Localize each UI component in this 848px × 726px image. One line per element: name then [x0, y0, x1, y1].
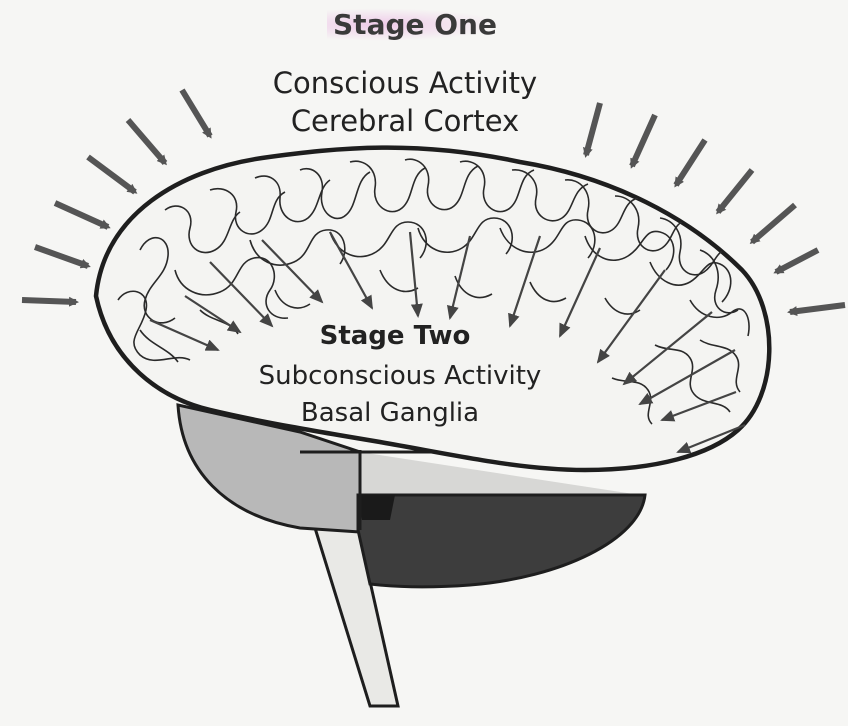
stage-two-line1: Subconscious Activity [230, 361, 570, 391]
stage-two-title: Stage Two [245, 321, 545, 351]
stage-two-line2: Basal Ganglia [240, 398, 540, 428]
basal-dark-region [358, 495, 645, 587]
stage-one-line2: Cerebral Cortex [255, 104, 555, 138]
stage-one-line1: Conscious Activity [255, 66, 555, 100]
stage-one-title: Stage One [265, 8, 565, 41]
